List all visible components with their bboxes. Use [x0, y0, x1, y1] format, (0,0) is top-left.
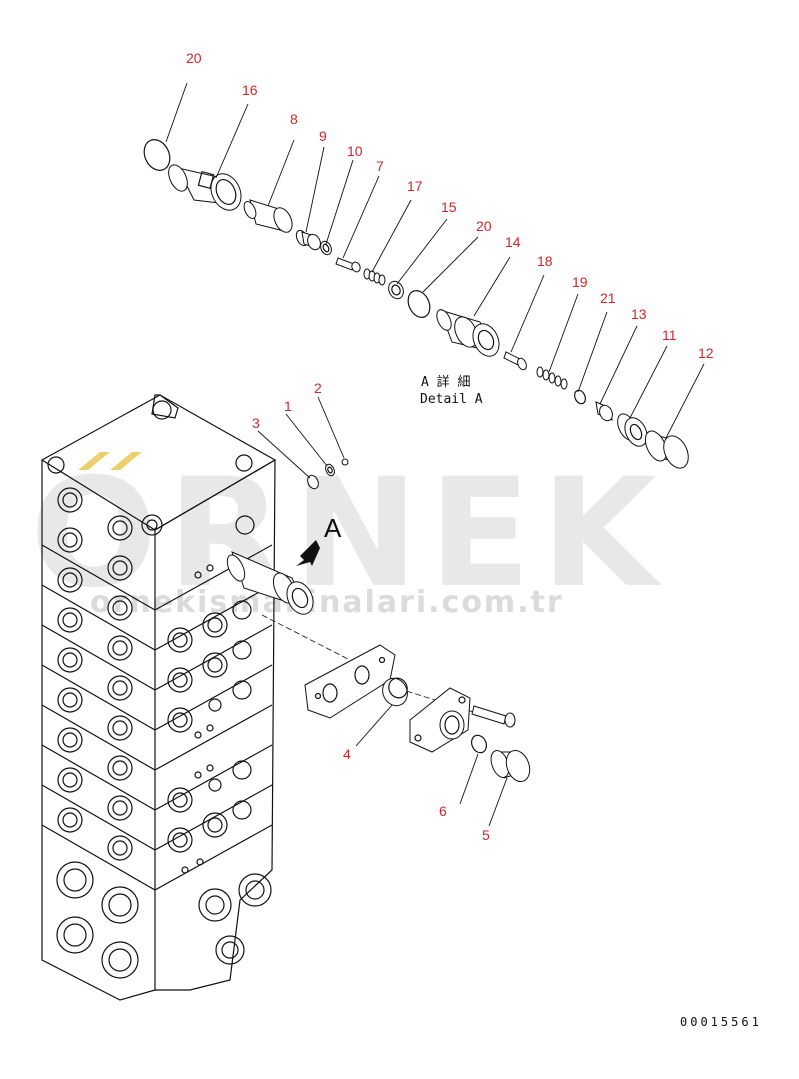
- watermark-accent-icon: [110, 452, 142, 470]
- callout-20-top: 20: [186, 50, 202, 66]
- watermark: ORNEK ornekismakinalari.com.tr: [30, 447, 667, 621]
- callout-5: 5: [482, 827, 490, 843]
- spool-assembly-a: [226, 551, 314, 615]
- port-holes-left: [56, 487, 139, 979]
- flange-cover: [409, 687, 471, 753]
- o-ring-6: [471, 734, 487, 754]
- callout-7: 7: [376, 158, 384, 174]
- valve-body-14: [436, 309, 500, 357]
- lock-nut-11: [617, 413, 648, 447]
- callout-2: 2: [314, 380, 322, 396]
- bushing-9: [295, 229, 321, 251]
- callout-19: 19: [572, 274, 588, 290]
- cap-nut-12: [644, 430, 689, 469]
- detail-label-en: Detail A: [420, 392, 483, 407]
- plug-5: [490, 750, 531, 782]
- callout-15: 15: [441, 199, 457, 215]
- ball-2: [341, 458, 349, 466]
- bolt: [471, 705, 516, 728]
- control-valve-body: A: [40, 394, 342, 1001]
- callout-9: 9: [319, 128, 327, 144]
- detail-label-jp: A 詳 細: [421, 374, 470, 390]
- port-holes-right: [167, 515, 272, 965]
- callout-20-mid: 20: [476, 218, 492, 234]
- o-ring-21: [573, 389, 587, 405]
- screw-13: [595, 401, 613, 422]
- callout-8: 8: [290, 111, 298, 127]
- piston-8: [243, 199, 293, 233]
- callout-16: 16: [242, 82, 258, 98]
- watermark-url: ornekismakinalari.com.tr: [90, 585, 564, 620]
- pin-7: [335, 257, 361, 273]
- callout-11: 11: [662, 327, 677, 343]
- callout-3: 3: [252, 415, 260, 431]
- watermark-brand: ORNEK: [30, 447, 667, 621]
- fitting-1: [325, 463, 335, 477]
- callout-13: 13: [631, 306, 647, 322]
- callout-10: 10: [347, 143, 363, 159]
- callout-21: 21: [600, 290, 616, 306]
- gasket-plate: [304, 644, 396, 719]
- callout-17: 17: [407, 178, 423, 194]
- detail-a-parts: [143, 82, 705, 469]
- o-ring-20: [143, 139, 171, 171]
- spring-17: [363, 268, 386, 286]
- callout-18: 18: [537, 253, 553, 269]
- seat-15: [388, 280, 404, 300]
- callout-1: 1: [284, 398, 292, 414]
- small-holes: [181, 564, 214, 874]
- poppet-18: [503, 351, 527, 371]
- callout-4: 4: [343, 746, 351, 762]
- watermark-accent-icon: [78, 452, 110, 470]
- callout-12: 12: [698, 345, 714, 361]
- lower-cover-parts: [257, 396, 531, 827]
- sleeve-16: [168, 164, 242, 211]
- callout-numbers: 20 16 8 9 10 7 17 15 20 14 18 19 21 13 1…: [186, 50, 714, 843]
- callout-6: 6: [439, 803, 447, 819]
- view-marker-a: A: [324, 513, 342, 543]
- drawing-part-number: 00015561: [680, 1015, 762, 1029]
- spring-19: [536, 366, 568, 390]
- plug-4: [382, 677, 408, 707]
- o-ring-3: [307, 474, 319, 490]
- view-arrow-icon: [296, 540, 320, 566]
- o-ring-20b: [407, 290, 431, 318]
- callout-14: 14: [505, 234, 521, 250]
